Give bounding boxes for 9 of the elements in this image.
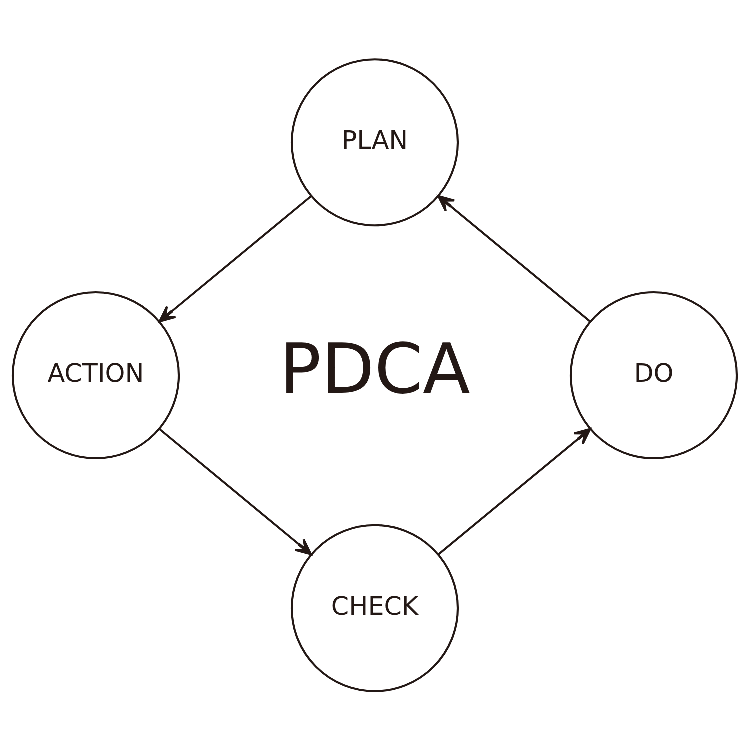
arrow — [158, 195, 312, 322]
arrow — [159, 428, 312, 555]
node-circle: DO — [570, 290, 738, 460]
arrow — [438, 428, 592, 555]
arrow — [438, 194, 591, 322]
label: PDCA — [280, 329, 470, 410]
node-circle: ACTION — [12, 290, 180, 460]
node-circle: PLAN — [290, 58, 460, 226]
node-circle: CHECK — [290, 524, 460, 692]
